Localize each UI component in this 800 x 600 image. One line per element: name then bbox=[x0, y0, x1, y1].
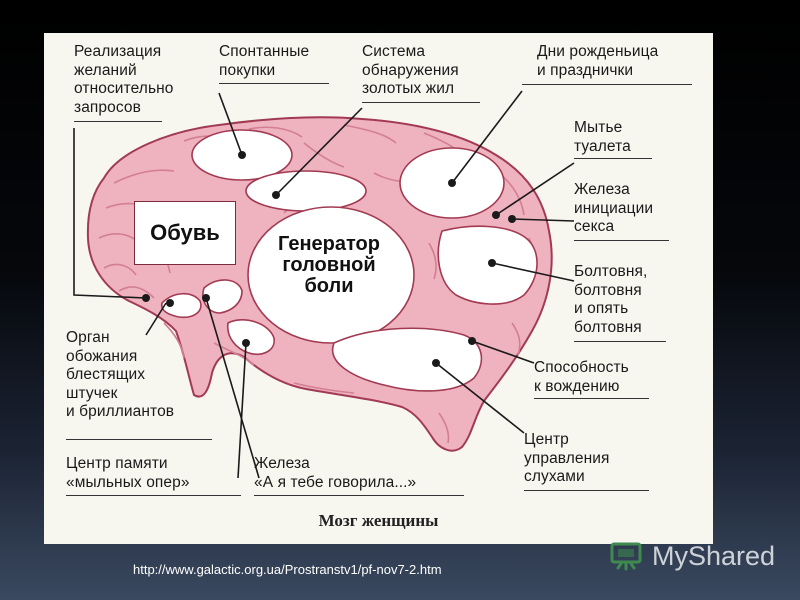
generator-label: Генератор головной боли bbox=[278, 233, 380, 297]
underline-driving bbox=[534, 398, 649, 399]
shoes-box: Обувь bbox=[134, 201, 236, 265]
brain-diagram bbox=[73, 90, 575, 479]
label-spontaneous: Спонтанные покупки bbox=[219, 43, 310, 79]
region-driving bbox=[331, 327, 483, 392]
label-sex: Железа инициации секса bbox=[574, 181, 654, 235]
region-toldyou bbox=[202, 279, 243, 314]
underline-desires bbox=[74, 121, 162, 122]
region-chatter bbox=[437, 225, 538, 305]
label-toldyou: Железа «А я тебе говорила...» bbox=[254, 455, 417, 491]
leader-lines bbox=[73, 90, 575, 479]
label-adoration: Орган обожания блестящих штучек и брилли… bbox=[66, 329, 175, 420]
leader-dots bbox=[142, 151, 516, 367]
label-gold: Система обнаружения золотых жил bbox=[362, 43, 459, 97]
label-rumors: Центр управления слухами bbox=[524, 431, 610, 485]
label-desires: Реализация желаний относительно запросов bbox=[74, 43, 174, 116]
region-generator bbox=[247, 206, 415, 344]
diagram-card: Обувь Генератор головной боли Реализация… bbox=[44, 33, 713, 544]
myshared-logo: MyShared bbox=[608, 538, 775, 574]
source-url[interactable]: http://www.galactic.org.ua/Prostranstv1/… bbox=[133, 562, 442, 577]
underline-chatter bbox=[574, 341, 666, 342]
label-memory: Центр памяти «мыльных опер» bbox=[66, 455, 190, 491]
label-birthdays: Дни рожденьица и празднички bbox=[537, 43, 659, 79]
underline-toldyou bbox=[254, 495, 464, 496]
brain-regions bbox=[160, 129, 538, 392]
region-gold bbox=[245, 170, 367, 212]
underline-gold bbox=[362, 102, 480, 103]
shoes-label: Обувь bbox=[150, 220, 220, 245]
underline-birthdays bbox=[522, 84, 692, 85]
label-toilet: Мытье туалета bbox=[574, 119, 631, 155]
region-memory bbox=[226, 319, 275, 355]
underline-spontaneous bbox=[219, 83, 329, 84]
underline-memory bbox=[66, 495, 241, 496]
underline-toilet bbox=[574, 158, 652, 159]
underline-rumors bbox=[524, 490, 649, 491]
logo-text: MyShared bbox=[652, 540, 776, 571]
presentation-board-icon bbox=[610, 542, 642, 571]
underline-sex bbox=[574, 240, 669, 241]
label-driving: Способность к вождению bbox=[534, 359, 629, 395]
diagram-caption: Мозг женщины bbox=[318, 511, 439, 530]
underline-adoration bbox=[66, 439, 212, 440]
label-chatter: Болтовня, болтовня и опять болтовня bbox=[574, 263, 648, 336]
